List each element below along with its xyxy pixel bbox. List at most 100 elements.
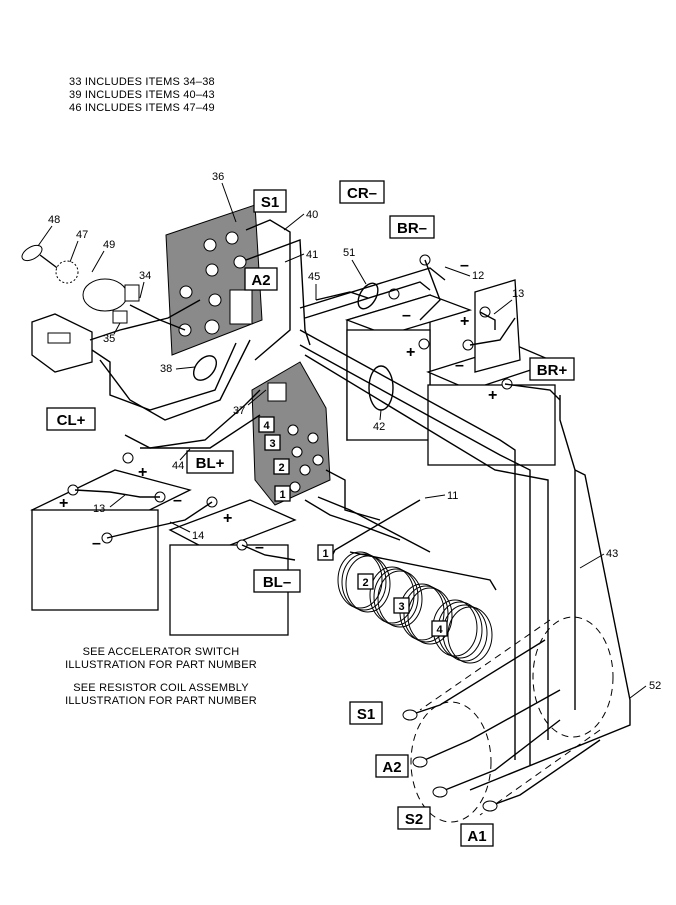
battery-lower-right — [168, 499, 297, 636]
coil-terminal-3: 3 — [393, 597, 410, 614]
switch-terminal-3: 3 — [264, 434, 281, 451]
note-line-46: 46 INCLUDES ITEMS 47–49 — [69, 102, 215, 114]
sign-minus-2: – — [402, 307, 411, 324]
callout-47: 47 — [76, 229, 88, 241]
numbered-boxes: 4 3 2 1 1 2 3 — [258, 416, 448, 637]
coil-terminal-4-text: 4 — [436, 624, 443, 636]
label-cr-minus-text: CR– — [347, 185, 377, 202]
label-cl-plus-text: CL+ — [57, 412, 86, 429]
switch-terminal-2: 2 — [273, 458, 290, 475]
callout-12: 12 — [472, 270, 484, 282]
callout-36: 36 — [212, 171, 224, 183]
callout-34: 34 — [139, 270, 151, 282]
callout-45: 45 — [308, 271, 320, 283]
battery-terminals — [67, 254, 513, 551]
sign-plus-2: + — [406, 344, 415, 361]
callout-14: 14 — [192, 530, 204, 542]
callout-40: 40 — [306, 209, 318, 221]
sign-plus-4: + — [138, 464, 147, 481]
label-s1-bottom-text: S1 — [357, 706, 375, 723]
fr-switch-plate — [251, 361, 331, 506]
sign-minus-6: – — [255, 539, 264, 556]
label-cl-plus: CL+ — [46, 407, 96, 431]
switch-terminal-2-text: 2 — [278, 462, 284, 474]
note-resistor-1: SEE RESISTOR COIL ASSEMBLY — [73, 682, 249, 694]
motor-lugs — [402, 709, 498, 812]
label-bl-plus-text: BL+ — [196, 455, 225, 472]
sign-plus-5: + — [59, 495, 68, 512]
label-br-minus-text: BR– — [397, 220, 427, 237]
callout-42: 42 — [373, 421, 385, 433]
callout-11: 11 — [447, 490, 458, 502]
switch-terminal-3-text: 3 — [269, 438, 275, 450]
sign-plus-6: + — [223, 510, 232, 527]
label-cr-minus: CR– — [339, 180, 385, 204]
label-a1: A1 — [460, 823, 494, 847]
sign-minus-4: – — [173, 492, 182, 509]
charger-receptacle — [31, 313, 93, 373]
coil-terminal-1-text: 1 — [322, 548, 328, 560]
sign-minus-3: – — [455, 357, 464, 374]
label-bl-minus-text: BL– — [263, 574, 291, 591]
motor-outline — [410, 616, 614, 823]
switch-terminal-1-text: 1 — [279, 489, 285, 501]
terminal-signs: – – + + – + + + – – + – — [59, 257, 497, 556]
callout-52: 52 — [649, 680, 661, 692]
callout-49: 49 — [103, 239, 115, 251]
note-line-33: 33 INCLUDES ITEMS 34–38 — [69, 76, 215, 88]
wires — [74, 219, 631, 807]
note-accelerator-2: ILLUSTRATION FOR PART NUMBER — [65, 659, 257, 671]
label-br-plus-text: BR+ — [537, 362, 568, 379]
note-accelerator-1: SEE ACCELERATOR SWITCH — [82, 646, 240, 658]
label-br-minus: BR– — [389, 215, 435, 239]
callout-51: 51 — [343, 247, 355, 259]
label-s1-bottom: S1 — [349, 701, 383, 725]
switch-terminal-1: 1 — [274, 485, 291, 502]
callout-38: 38 — [160, 363, 172, 375]
callout-37: 37 — [233, 405, 245, 417]
label-a1-text: A1 — [467, 828, 486, 845]
label-br-plus: BR+ — [529, 357, 575, 381]
coil-terminal-3-text: 3 — [398, 601, 404, 613]
key-switch — [21, 244, 140, 324]
note-line-39: 39 INCLUDES ITEMS 40–43 — [69, 89, 215, 101]
battery-upper-right — [426, 279, 557, 466]
callout-35: 35 — [103, 333, 115, 345]
label-a2-top: A2 — [244, 267, 278, 291]
callout-44: 44 — [172, 460, 184, 472]
label-s1-top-text: S1 — [261, 194, 279, 211]
callout-13-left: 13 — [93, 503, 105, 515]
label-a2-bottom-text: A2 — [382, 759, 401, 776]
coil-terminal-2-text: 2 — [362, 577, 368, 589]
coil-terminal-2: 2 — [357, 573, 374, 590]
callout-41: 41 — [306, 249, 318, 261]
callout-43: 43 — [606, 548, 618, 560]
solenoid-plate — [165, 204, 263, 356]
coil-terminal-4: 4 — [431, 620, 448, 637]
label-a2-top-text: A2 — [251, 272, 270, 289]
battery-lower-left — [30, 469, 192, 611]
reference-notes: SEE ACCELERATOR SWITCH ILLUSTRATION FOR … — [53, 646, 269, 708]
sign-minus-5: – — [92, 535, 101, 552]
switch-terminal-4: 4 — [258, 416, 275, 433]
callouts: 36 40 41 45 51 12 13 48 47 49 34 35 38 — [37, 171, 661, 699]
callout-13-right: 13 — [512, 288, 524, 300]
resistor-coils — [337, 551, 497, 664]
label-a2-bottom: A2 — [375, 754, 409, 778]
callout-48: 48 — [48, 214, 60, 226]
label-bl-minus: BL– — [253, 569, 301, 593]
sign-plus-1: + — [460, 313, 469, 330]
boxed-labels: S1 A2 CR– BR– BR+ CL+ — [46, 180, 575, 847]
sign-minus-1: – — [460, 257, 469, 274]
label-bl-plus: BL+ — [186, 450, 234, 474]
includes-notes: 33 INCLUDES ITEMS 34–38 39 INCLUDES ITEM… — [69, 76, 215, 115]
note-resistor-2: ILLUSTRATION FOR PART NUMBER — [65, 695, 257, 707]
sign-plus-3: + — [488, 387, 497, 404]
label-s2: S2 — [397, 806, 431, 830]
label-s1-top: S1 — [253, 189, 287, 213]
coil-terminal-1: 1 — [317, 544, 334, 561]
switch-terminal-4-text: 4 — [263, 420, 270, 432]
label-s2-text: S2 — [405, 811, 423, 828]
